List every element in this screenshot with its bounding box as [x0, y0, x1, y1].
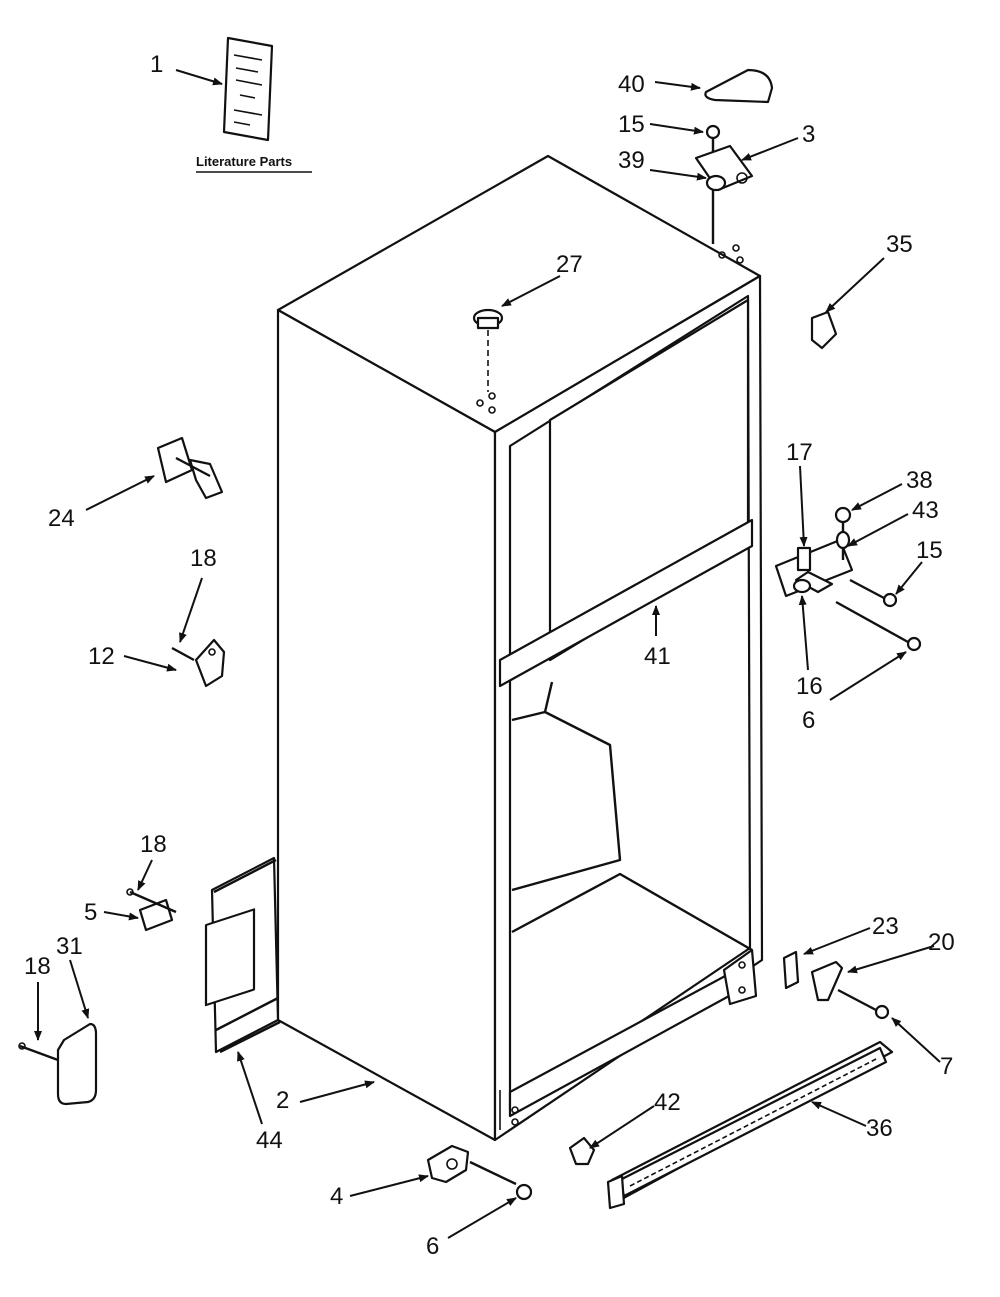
- callout-15-top: 15: [618, 111, 645, 138]
- grille-clip: [568, 1136, 596, 1166]
- callout-18-mid: 18: [140, 831, 167, 858]
- bracket-left-lower: [126, 888, 177, 932]
- callout-27: 27: [556, 251, 583, 278]
- callout-41: 41: [644, 643, 671, 670]
- callout-31: 31: [56, 933, 83, 960]
- callout-5: 5: [84, 899, 97, 926]
- callout-44: 44: [256, 1127, 283, 1154]
- literature-caption: Literature Parts: [196, 154, 292, 169]
- toe-grille: [606, 1040, 894, 1210]
- callout-labels: 1 40 15 3 39 27 35 24 18 12 17 38 43 15 …: [24, 51, 955, 1260]
- callout-18-lower: 18: [24, 953, 51, 980]
- callout-15-right: 15: [916, 537, 943, 564]
- callout-12: 12: [88, 643, 115, 670]
- kick-cover-left: [18, 1022, 98, 1106]
- callout-36: 36: [866, 1115, 893, 1142]
- callout-17: 17: [786, 439, 813, 466]
- callout-6-bottom: 6: [426, 1233, 439, 1260]
- center-hinge-right: [774, 506, 922, 652]
- callout-18-upper: 18: [190, 545, 217, 572]
- leader-lines: [34, 69, 941, 1239]
- center-hinge-left: [171, 638, 226, 688]
- callout-16: 16: [796, 673, 823, 700]
- callout-7: 7: [940, 1053, 953, 1080]
- callout-39: 39: [618, 147, 645, 174]
- callout-38: 38: [906, 467, 933, 494]
- door-stop-part: [810, 310, 838, 350]
- callout-23: 23: [872, 913, 899, 940]
- callout-42: 42: [654, 1089, 681, 1116]
- callout-24: 24: [48, 505, 75, 532]
- top-hinge-assembly: [694, 124, 754, 244]
- roller-assembly: [426, 1144, 533, 1201]
- hole-plug-top: [472, 308, 504, 392]
- callout-6-right: 6: [802, 707, 815, 734]
- callout-43: 43: [912, 497, 939, 524]
- callout-3: 3: [802, 121, 815, 148]
- bracket-left-upper: [156, 436, 224, 500]
- callout-1: 1: [150, 51, 163, 78]
- callout-20: 20: [928, 929, 955, 956]
- callout-35: 35: [886, 231, 913, 258]
- bottom-hinge-assembly: [722, 948, 890, 1020]
- callout-4: 4: [330, 1183, 343, 1210]
- callout-40: 40: [618, 71, 645, 98]
- hinge-cover-top: [704, 68, 774, 104]
- refrigerator-cabinet: [276, 154, 764, 1142]
- rear-access-panel: [204, 856, 281, 1054]
- callout-2: 2: [276, 1087, 289, 1114]
- literature-packet: [222, 36, 274, 142]
